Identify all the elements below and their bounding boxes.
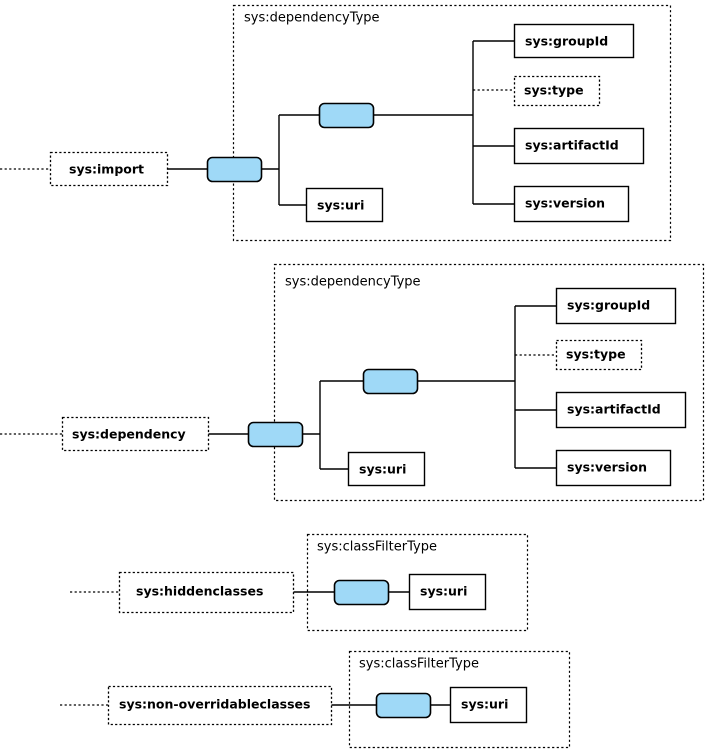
node-box-dependency-sys-artifactid[interactable]	[555, 391, 687, 429]
node-label-import-sys-groupid: sys:groupId	[525, 34, 608, 49]
node-box-import-sys-uri[interactable]	[305, 187, 384, 223]
node-box-sys-import[interactable]	[49, 151, 169, 187]
group-type-label-hiddenclasses: sys:classFilterType	[317, 540, 437, 555]
group-box-hiddenclasses	[306, 533, 529, 632]
node-label-dependency-sys-uri: sys:uri	[359, 462, 406, 477]
group-type-label-dependency: sys:dependencyType	[285, 275, 421, 290]
node-box-import-sys-artifactid[interactable]	[513, 127, 645, 165]
sequence-connector-hiddenclasses[interactable]	[333, 579, 390, 606]
node-box-dependency-sys-version[interactable]	[555, 449, 672, 487]
group-hiddenclasses: sys:classFilterType sys:hiddenclasses sy…	[70, 533, 529, 632]
group-non-overridableclasses: sys:classFilterType sys:non-overridablec…	[60, 650, 571, 749]
node-box-dependency-sys-uri[interactable]	[347, 451, 426, 487]
node-label-sys-dependency: sys:dependency	[72, 427, 186, 442]
node-label-import-sys-version: sys:version	[525, 196, 605, 211]
sequence-connector-import-inner[interactable]	[318, 102, 375, 129]
node-box-dependency-sys-groupid[interactable]	[555, 287, 677, 325]
group-dependency: sys:dependencyType sys:dependency sys:ur…	[0, 263, 705, 502]
node-label-sys-import: sys:import	[69, 162, 144, 177]
node-label-sys-non-overridableclasses: sys:non-overridableclasses	[119, 697, 310, 712]
group-box-dependency	[273, 263, 705, 502]
node-box-non-overridableclasses-sys-uri[interactable]	[449, 686, 528, 724]
sequence-connector-import-root[interactable]	[206, 156, 263, 183]
group-import: sys:dependencyType sys:import sys:uri sy…	[0, 4, 672, 242]
node-label-non-overridableclasses-sys-uri: sys:uri	[461, 697, 508, 712]
sequence-connector-dependency-root[interactable]	[247, 421, 304, 448]
node-box-import-sys-type[interactable]	[513, 75, 601, 107]
sequence-connector-non-overridableclasses[interactable]	[375, 692, 432, 719]
node-label-dependency-sys-type: sys:type	[566, 347, 626, 362]
node-box-sys-dependency[interactable]	[61, 416, 210, 452]
node-label-import-sys-type: sys:type	[524, 83, 584, 98]
sequence-connector-dependency-inner[interactable]	[362, 368, 419, 395]
edge-import-inner-trunk	[373, 40, 514, 205]
node-label-hiddenclasses-sys-uri: sys:uri	[420, 584, 467, 599]
node-box-hiddenclasses-sys-uri[interactable]	[408, 573, 487, 611]
group-type-label-non-overridableclasses: sys:classFilterType	[359, 657, 479, 672]
node-box-import-sys-groupid[interactable]	[513, 23, 635, 59]
node-box-dependency-sys-type[interactable]	[555, 339, 643, 371]
group-type-label-import: sys:dependencyType	[244, 11, 380, 26]
edge-import-branch-trunk	[261, 114, 319, 206]
node-label-dependency-sys-version: sys:version	[567, 460, 647, 475]
edge-dependency-inner-trunk	[417, 305, 556, 469]
group-box-non-overridableclasses	[348, 650, 571, 749]
edge-dependency-branch-trunk	[302, 380, 363, 470]
node-box-import-sys-version[interactable]	[513, 185, 630, 223]
node-label-sys-hiddenclasses: sys:hiddenclasses	[136, 584, 263, 599]
node-label-import-sys-artifactid: sys:artifactId	[525, 138, 619, 153]
node-label-dependency-sys-artifactid: sys:artifactId	[567, 402, 661, 417]
node-label-dependency-sys-groupid: sys:groupId	[567, 298, 650, 313]
node-label-import-sys-uri: sys:uri	[317, 198, 364, 213]
